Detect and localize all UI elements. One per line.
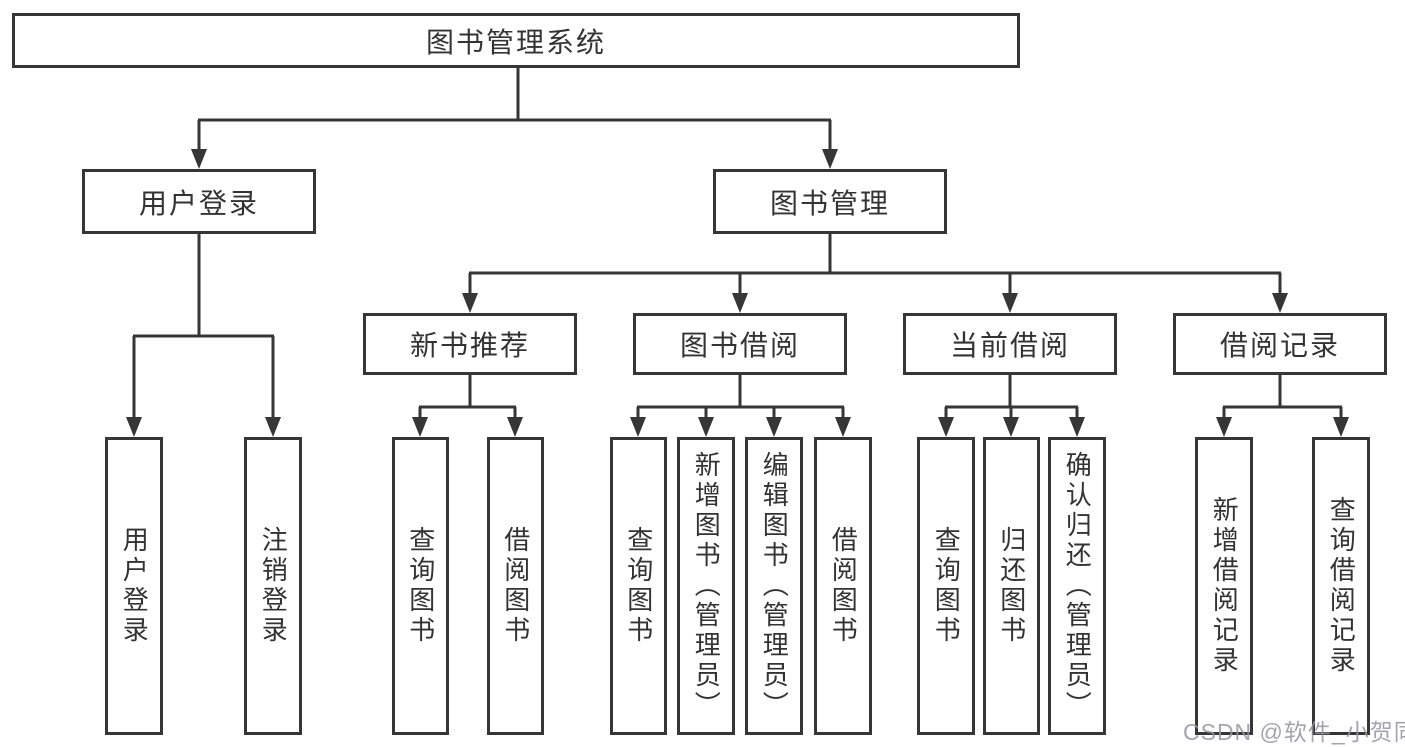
node-borrow-record: 借阅记录	[1173, 313, 1387, 375]
leaf-borrow-books: 借阅图书	[814, 437, 872, 735]
leaf-query-books: 查询图书	[392, 437, 449, 735]
leaf-borrow-books: 借阅图书	[487, 437, 544, 735]
node-book-borrow: 图书借阅	[633, 313, 847, 375]
node-label: 图书借阅	[679, 330, 800, 361]
node-label: 图书管理	[769, 187, 890, 219]
node-label: 图书管理系统	[425, 26, 606, 58]
arrowheads	[126, 149, 1349, 437]
leaf-query-borrow-record: 查询借阅记录	[1312, 437, 1370, 735]
node-label: 用户登录	[138, 187, 259, 219]
leaf-add-borrow-record: 新增借阅记录	[1195, 437, 1253, 735]
node-label: 查询借阅记录	[1326, 496, 1357, 676]
node-label: 查询图书	[623, 526, 654, 646]
node-label: 编辑图书（管理员）	[759, 451, 790, 721]
node-label: 当前借阅	[949, 330, 1070, 361]
leaf-edit-books-admin: 编辑图书（管理员）	[745, 437, 803, 735]
leaf-logout: 注销登录	[244, 437, 302, 735]
leaf-confirm-return-admin: 确认归还（管理员）	[1048, 437, 1106, 735]
node-current-borrow: 当前借阅	[903, 313, 1117, 375]
node-label: 新增图书（管理员）	[691, 451, 722, 721]
leaf-add-books-admin: 新增图书（管理员）	[677, 437, 735, 735]
leaf-user-login: 用户登录	[105, 437, 163, 735]
leaf-return-books: 归还图书	[983, 437, 1040, 735]
leaf-query-books: 查询图书	[610, 437, 667, 735]
node-book-management: 图书管理	[713, 169, 947, 234]
node-label: 借阅图书	[500, 526, 531, 646]
node-label: 归还图书	[996, 526, 1027, 646]
node-library-system: 图书管理系统	[12, 13, 1020, 68]
node-label: 确认归还（管理员）	[1062, 451, 1093, 721]
csdn-watermark: CSDN @软件_小贺同学	[1183, 719, 1405, 745]
node-label: 查询图书	[931, 526, 962, 646]
node-label: 新书推荐	[409, 330, 530, 361]
node-new-book-recommend: 新书推荐	[363, 313, 577, 375]
node-label: 借阅记录	[1219, 330, 1340, 361]
node-user-login: 用户登录	[82, 169, 316, 234]
node-label: 用户登录	[119, 526, 150, 646]
node-label: 注销登录	[258, 526, 289, 646]
node-label: 新增借阅记录	[1209, 496, 1240, 676]
node-label: 借阅图书	[828, 526, 859, 646]
leaf-query-books: 查询图书	[917, 437, 975, 735]
node-label: 查询图书	[405, 526, 436, 646]
